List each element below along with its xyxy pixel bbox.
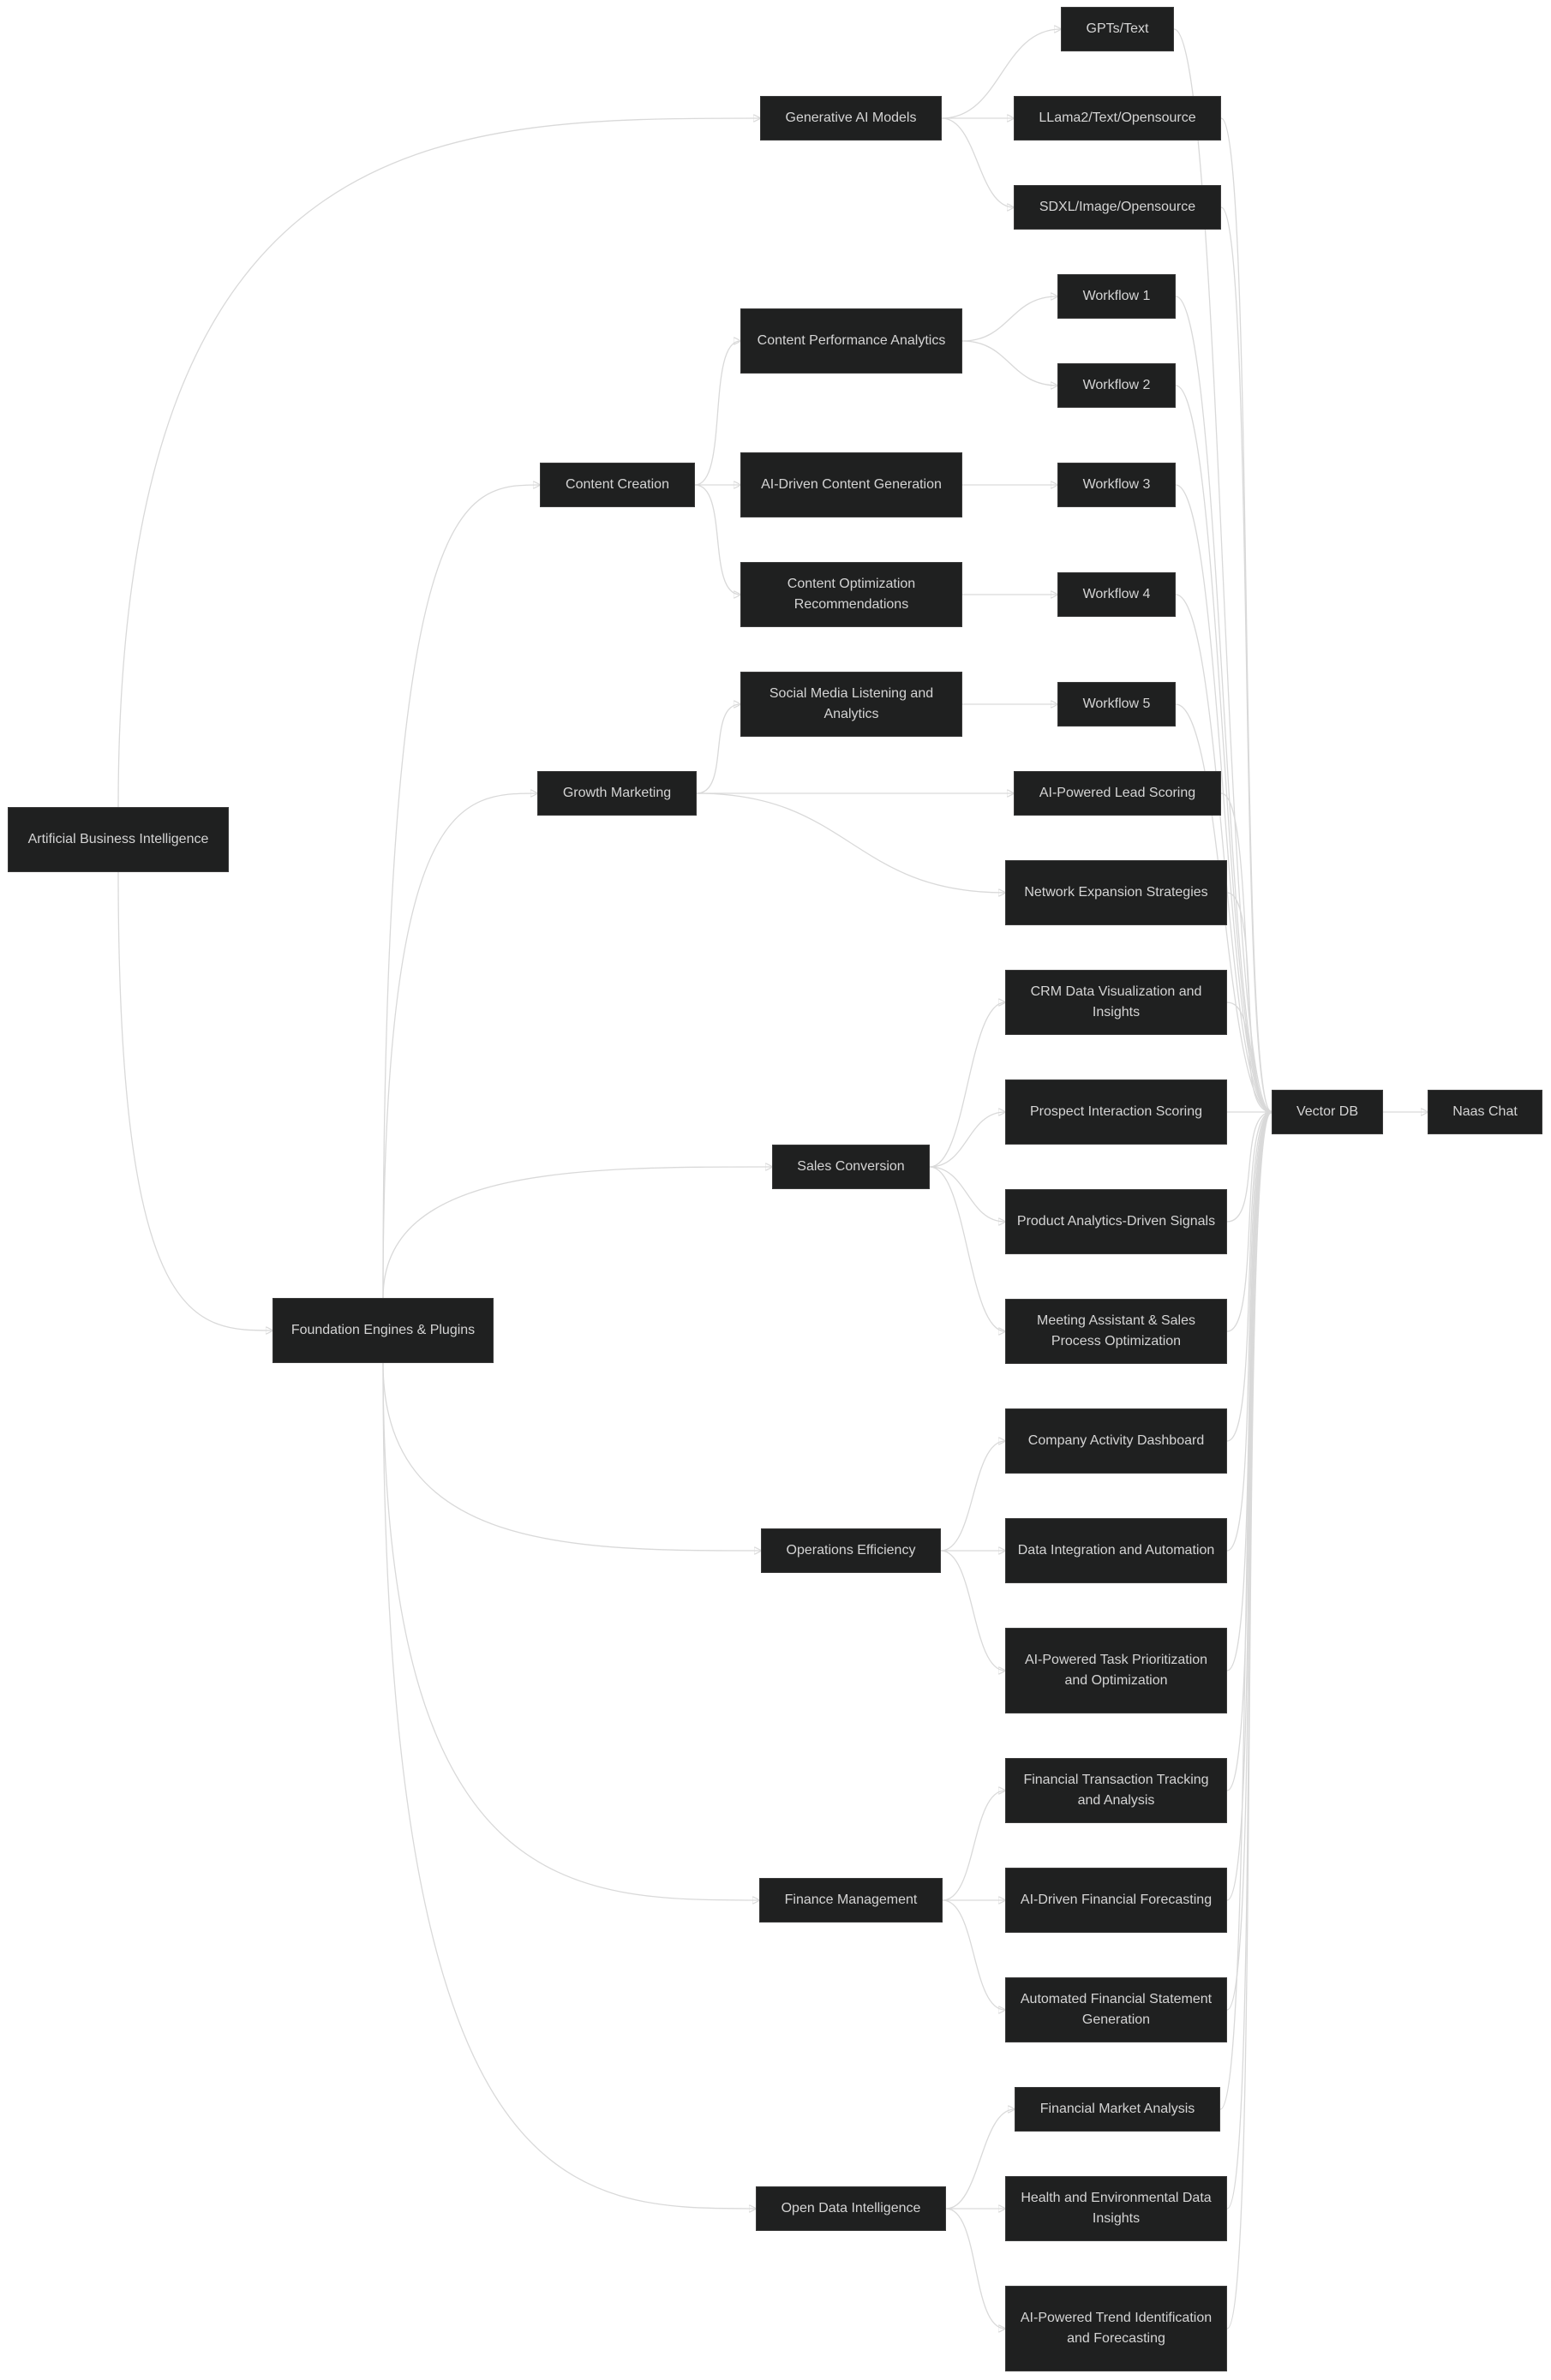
edge-meeting-to-vector_db [1226, 1112, 1272, 1332]
node-workflow-3: Workflow 3 [1057, 463, 1176, 507]
node-gpts-text: GPTs/Text [1061, 7, 1174, 51]
edge-product-to-vector_db [1226, 1112, 1272, 1223]
edge-foundation-to-growth [382, 793, 537, 1299]
node-crm-data-visualization-insights: CRM Data Visualization and Insights [1005, 970, 1227, 1035]
edge-abi-to-foundation [117, 871, 272, 1331]
node-financial-transaction-tracking: Financial Transaction Tracking and Analy… [1005, 1758, 1227, 1823]
node-workflow-2: Workflow 2 [1057, 363, 1176, 408]
edge-sales-to-prospect [929, 1112, 1005, 1168]
edge-sdxl-to-vector_db [1220, 206, 1272, 1112]
node-automated-financial-statement-generation: Automated Financial Statement Generation [1005, 1977, 1227, 2042]
node-llama2-text-opensource: LLama2/Text/Opensource [1014, 96, 1221, 141]
edge-wf3-to-vector_db [1175, 484, 1272, 1112]
edge-open_data-to-fin_market [945, 2109, 1015, 2210]
node-sdxl-image-opensource: SDXL/Image/Opensource [1014, 185, 1221, 230]
edge-foundation-to-finance [382, 1362, 759, 1900]
node-workflow-5: Workflow 5 [1057, 682, 1176, 727]
edge-company-to-vector_db [1226, 1112, 1272, 1442]
edge-content_creation-to-content_opt [694, 484, 740, 595]
node-ai-powered-lead-scoring: AI-Powered Lead Scoring [1014, 771, 1221, 816]
node-operations-efficiency: Operations Efficiency [761, 1528, 941, 1573]
edge-fin_market-to-vector_db [1219, 1112, 1272, 2110]
node-data-integration-automation: Data Integration and Automation [1005, 1518, 1227, 1583]
node-artificial-business-intelligence: Artificial Business Intelligence [8, 807, 229, 872]
node-finance-management: Finance Management [759, 1878, 943, 1923]
edge-sales-to-crm [929, 1002, 1005, 1168]
edge-fin_forecast-to-vector_db [1226, 1112, 1272, 1901]
node-network-expansion-strategies: Network Expansion Strategies [1005, 860, 1227, 925]
node-open-data-intelligence: Open Data Intelligence [756, 2186, 946, 2231]
node-content-optimization-recommendations: Content Optimization Recommendations [740, 562, 962, 627]
edge-foundation-to-sales [382, 1167, 772, 1299]
node-workflow-1: Workflow 1 [1057, 274, 1176, 319]
edge-abi-to-gen_ai [117, 118, 760, 808]
node-vector-db: Vector DB [1272, 1090, 1383, 1134]
node-generative-ai-models: Generative AI Models [760, 96, 942, 141]
node-financial-market-analysis: Financial Market Analysis [1015, 2087, 1220, 2132]
edge-task-to-vector_db [1226, 1112, 1272, 1671]
edge-crm-to-vector_db [1226, 1002, 1272, 1112]
node-content-performance-analytics: Content Performance Analytics [740, 308, 962, 374]
edge-sales-to-product [929, 1166, 1005, 1222]
node-naas-chat: Naas Chat [1428, 1090, 1542, 1134]
node-social-media-listening-analytics: Social Media Listening and Analytics [740, 672, 962, 737]
node-meeting-assistant-sales-process: Meeting Assistant & Sales Process Optimi… [1005, 1299, 1227, 1364]
edge-growth-to-social [696, 704, 740, 794]
node-ai-driven-financial-forecasting: AI-Driven Financial Forecasting [1005, 1868, 1227, 1933]
edge-finance-to-fin_track [942, 1791, 1005, 1901]
edge-content_creation-to-content_perf [694, 341, 740, 486]
edge-foundation-to-ops [382, 1362, 761, 1551]
edge-finance-to-fin_statement [942, 1899, 1005, 2010]
edge-ops-to-company [940, 1441, 1005, 1552]
edge-content_perf-to-wf2 [961, 340, 1057, 386]
node-foundation-engines-plugins: Foundation Engines & Plugins [272, 1298, 494, 1363]
edge-trend-to-vector_db [1226, 1112, 1272, 2329]
edge-gen_ai-to-gpts [941, 29, 1061, 119]
node-prospect-interaction-scoring: Prospect Interaction Scoring [1005, 1079, 1227, 1145]
edge-data_int-to-vector_db [1226, 1112, 1272, 1552]
node-workflow-4: Workflow 4 [1057, 572, 1176, 617]
node-health-environmental-data-insights: Health and Environmental Data Insights [1005, 2176, 1227, 2241]
edge-fin_statement-to-vector_db [1226, 1112, 1272, 2011]
edge-ops-to-task [940, 1550, 1005, 1671]
node-company-activity-dashboard: Company Activity Dashboard [1005, 1408, 1227, 1474]
edge-network-to-vector_db [1226, 892, 1272, 1112]
node-ai-driven-content-generation: AI-Driven Content Generation [740, 452, 962, 517]
node-content-creation: Content Creation [540, 463, 695, 507]
edge-sales-to-meeting [929, 1166, 1005, 1331]
edge-growth-to-network [696, 792, 1005, 893]
node-product-analytics-driven-signals: Product Analytics-Driven Signals [1005, 1189, 1227, 1254]
edge-foundation-to-content_creation [382, 485, 540, 1299]
edge-foundation-to-open_data [382, 1362, 756, 2209]
edge-gen_ai-to-sdxl [941, 117, 1014, 207]
edge-content_perf-to-wf1 [961, 296, 1057, 342]
node-growth-marketing: Growth Marketing [537, 771, 697, 816]
node-ai-powered-trend-identification: AI-Powered Trend Identification and Fore… [1005, 2286, 1227, 2371]
node-sales-conversion: Sales Conversion [772, 1145, 930, 1189]
node-ai-powered-task-prioritization: AI-Powered Task Prioritization and Optim… [1005, 1628, 1227, 1713]
edge-wf4-to-vector_db [1175, 594, 1272, 1112]
edge-open_data-to-trend [945, 2208, 1005, 2329]
